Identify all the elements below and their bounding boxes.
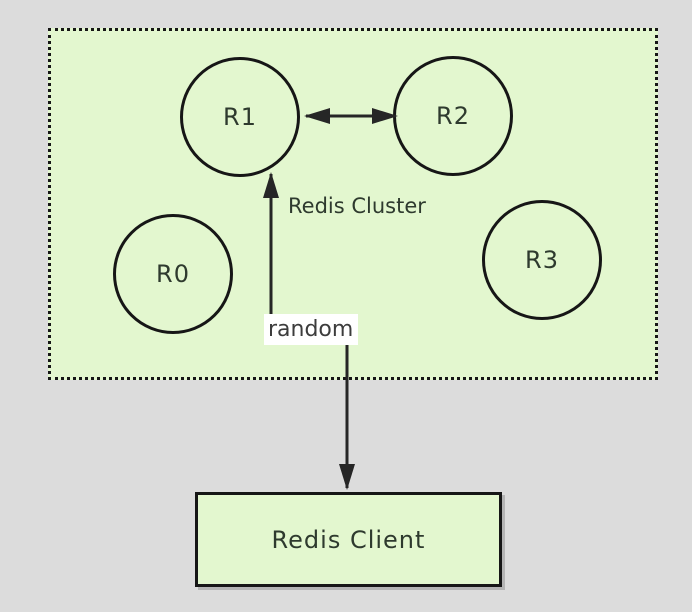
client-box: Redis Client bbox=[195, 492, 502, 587]
cluster-node-r3: R3 bbox=[482, 200, 602, 320]
node-label: R1 bbox=[223, 103, 257, 131]
cluster-title: Redis Cluster bbox=[288, 194, 426, 218]
cluster-node-r2: R2 bbox=[393, 56, 513, 176]
node-label: R0 bbox=[156, 260, 190, 288]
cluster-node-r1: R1 bbox=[180, 57, 300, 177]
node-label: R3 bbox=[525, 246, 559, 274]
cluster-node-r0: R0 bbox=[113, 214, 233, 334]
client-label: Redis Client bbox=[271, 525, 426, 554]
node-label: R2 bbox=[436, 102, 470, 130]
edge-label-random: random bbox=[264, 314, 358, 345]
